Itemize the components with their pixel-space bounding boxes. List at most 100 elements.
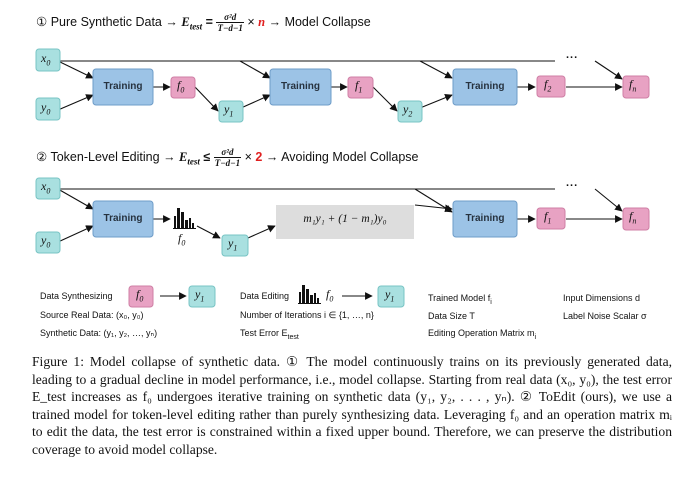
label-y1: y1 xyxy=(224,102,234,119)
legend-y1-node-2 xyxy=(377,285,405,308)
node-f1 xyxy=(347,76,374,99)
section2-edges xyxy=(57,188,623,243)
factor-n: n xyxy=(258,14,266,29)
training-label-3: Training xyxy=(465,81,505,92)
legend-y1-label: y1 xyxy=(195,287,205,304)
section2-nodes xyxy=(35,177,650,257)
node-f0 xyxy=(170,76,196,99)
edit-formula: m₁y₁ + (1 − m₁)y₀ xyxy=(303,213,387,225)
legend-num-iterations: Number of Iterations i ∈ {1, …, n} xyxy=(240,310,374,320)
x0-to-training1-arrow xyxy=(57,60,94,79)
legend-data-size: Data Size T xyxy=(428,311,475,321)
node-fn xyxy=(622,75,650,99)
e-test-label: Etest xyxy=(181,14,203,32)
label-y2: y2 xyxy=(403,102,413,119)
legend-y1-node xyxy=(188,285,216,308)
model-collapse-result: → Model Collapse xyxy=(268,14,371,29)
node-y2 xyxy=(397,100,423,123)
node-x0-2 xyxy=(35,177,61,200)
y0-to-training1-arrow xyxy=(57,94,94,111)
legend-bar-chart-icon xyxy=(298,285,321,304)
section1-title: Pure Synthetic Data xyxy=(50,14,162,29)
times-sign-2: × xyxy=(244,149,252,164)
label-x0: x0 xyxy=(41,51,51,68)
circled-one-marker: ① xyxy=(36,14,48,29)
training-label-2: Training xyxy=(281,81,320,92)
label-y0-2: y0 xyxy=(41,233,51,250)
label-f0-2: f0 xyxy=(178,231,186,248)
x0-to-training3-arrow xyxy=(419,60,453,79)
training-box-3 xyxy=(452,68,518,106)
heading-arrow-2: → xyxy=(163,149,176,164)
node-fn-2 xyxy=(622,207,650,231)
avoiding-collapse-result: → Avoiding Model Collapse xyxy=(265,149,419,164)
bar-chart-icon xyxy=(173,208,196,229)
legend-edit-matrix: Editing Operation Matrix mi xyxy=(428,328,537,341)
training-box-1 xyxy=(92,68,154,106)
label-y0: y0 xyxy=(41,100,51,117)
section1-edges xyxy=(57,60,623,112)
y2-to-training3-arrow xyxy=(419,94,453,109)
training-box-a xyxy=(92,200,154,238)
figure-caption: Figure 1: Model collapse of synthetic da… xyxy=(32,354,672,457)
legend-synthetic-data: Synthetic Data: (y₁, y₂, …, yₙ) xyxy=(40,328,158,338)
label-x0-2: x0 xyxy=(41,179,51,196)
legend-shapes xyxy=(128,285,405,308)
label-fn-2: fn xyxy=(629,209,637,226)
continuation-dots-1: ... xyxy=(566,49,579,61)
legend-y1-label-2: y1 xyxy=(385,287,395,304)
edit-formula-box xyxy=(276,205,414,239)
legend-data-editing: Data Editing xyxy=(240,291,290,301)
x0-to-training-b-arrow xyxy=(414,188,453,213)
node-y0-2 xyxy=(35,231,61,254)
legend-f0-label: f0 xyxy=(136,287,144,304)
legend-trained-model: Trained Model fi xyxy=(428,293,492,306)
training-label-b: Training xyxy=(465,213,505,224)
label-f1: f1 xyxy=(355,78,363,95)
training-box-b xyxy=(452,200,518,238)
x0-to-training-a-arrow xyxy=(57,188,94,210)
node-y0 xyxy=(35,97,61,121)
x0-to-fn-arrow xyxy=(594,60,623,80)
y1-to-edit-arrow xyxy=(247,225,276,239)
legend-f0-label-2: f0 xyxy=(326,287,334,304)
e-test-label-2: Etest xyxy=(179,149,200,167)
x0-to-training2-arrow xyxy=(239,60,271,79)
training-box-2 xyxy=(269,68,332,106)
circled-two-marker: ② xyxy=(36,149,48,164)
legend-input-dims: Input Dimensions d xyxy=(563,293,641,303)
factor-two: 2 xyxy=(255,149,263,164)
legend-source-real-data: Source Real Data: (x₀, y₀) xyxy=(40,310,144,320)
f1-to-y2-arrow xyxy=(372,86,398,112)
node-f2 xyxy=(536,75,566,98)
training-label-1: Training xyxy=(103,81,143,92)
legend-label-noise: Label Noise Scalar σ xyxy=(563,311,647,321)
bars-to-y1-arrow xyxy=(196,225,221,239)
heading-arrow: → xyxy=(165,14,178,29)
label-f2: f2 xyxy=(544,77,552,94)
y0-to-training-a-arrow xyxy=(57,225,94,243)
label-f1-2: f1 xyxy=(544,209,552,226)
equals-sign: = xyxy=(205,14,213,29)
node-x0 xyxy=(35,48,61,72)
section2-title: Token-Level Editing xyxy=(50,149,160,164)
label-y1-2: y1 xyxy=(228,236,238,253)
x0-to-fn-arrow-2 xyxy=(594,188,623,212)
f0-to-y1-arrow xyxy=(194,86,219,112)
node-y1 xyxy=(218,100,244,123)
training-label-a: Training xyxy=(103,213,143,224)
node-f1-2 xyxy=(536,207,566,230)
label-fn: fn xyxy=(629,77,637,94)
legend-f0-node xyxy=(128,285,154,308)
y1-to-training2-arrow xyxy=(240,94,271,109)
times-sign: × xyxy=(247,14,255,29)
section1-nodes xyxy=(35,48,650,123)
node-y1-2 xyxy=(221,234,249,257)
leq-sign: ≤ xyxy=(203,149,211,164)
label-f0: f0 xyxy=(177,78,185,95)
